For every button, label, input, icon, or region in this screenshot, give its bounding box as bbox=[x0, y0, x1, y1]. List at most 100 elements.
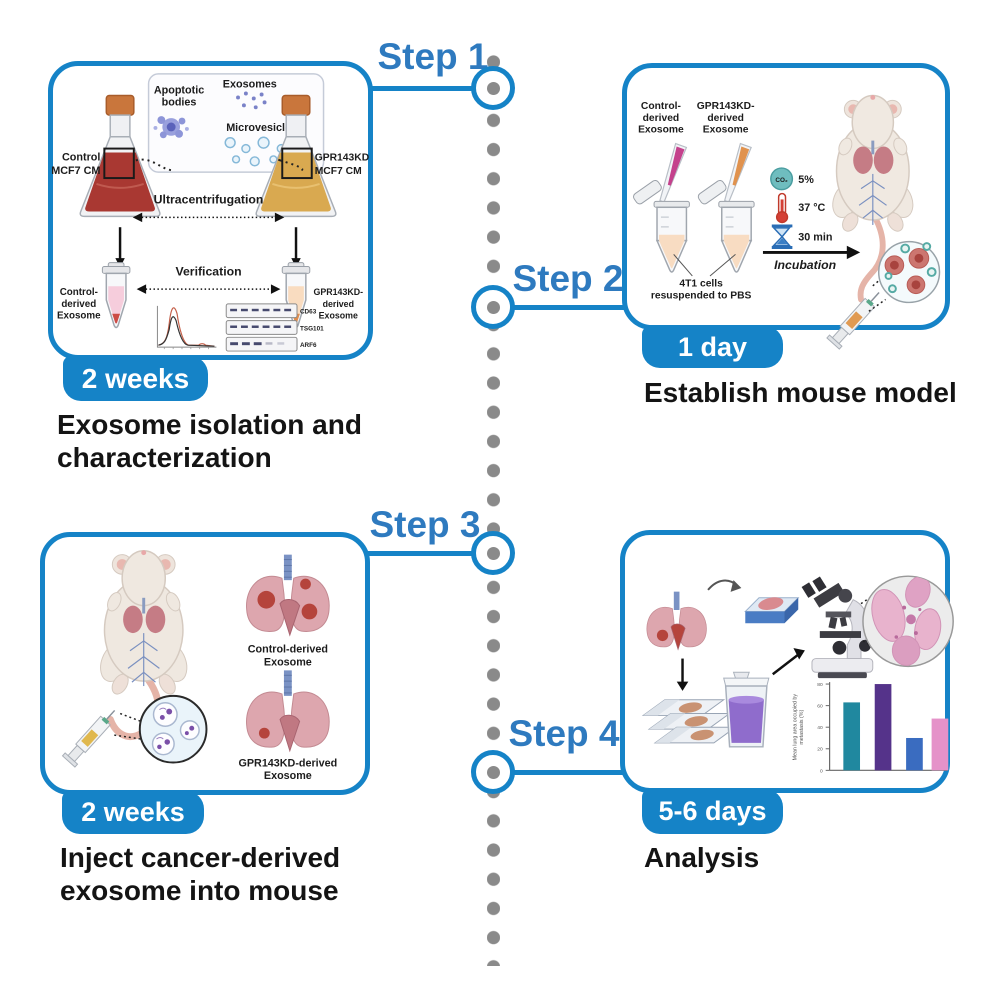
blot-tsg101-label: TSG101 bbox=[300, 325, 324, 332]
histology-circle bbox=[862, 575, 954, 668]
staining-jar bbox=[723, 671, 770, 748]
4t1-cells-label: 4T1 cells bbox=[679, 279, 723, 290]
panel-step3: Control-derived Exosome GPR143KD-derived… bbox=[40, 532, 370, 795]
magnifier-dash-bottom bbox=[868, 298, 886, 312]
svg-text:0: 0 bbox=[820, 768, 823, 774]
ultracentrifugation-label: Ultracentrifugation bbox=[154, 193, 264, 207]
microscope-icon bbox=[801, 576, 874, 679]
co2-value: 5% bbox=[798, 174, 814, 186]
apoptotic-bodies-label: Apoptotic bbox=[154, 85, 204, 97]
step2-connector-line bbox=[513, 305, 625, 310]
step3-connector-line bbox=[368, 551, 473, 556]
control-flask-label: Control bbox=[62, 151, 100, 163]
down-arrow-right bbox=[291, 227, 301, 268]
panel-step2: Control- derived Exosome GPR143KD- deriv… bbox=[622, 63, 950, 350]
step4-duration-badge: 5-6 days bbox=[642, 789, 783, 834]
svg-text:bodies: bodies bbox=[162, 96, 197, 108]
step3-label: Step 3 bbox=[369, 504, 481, 545]
down-arrow-left bbox=[115, 227, 125, 268]
control-pipette-tip bbox=[659, 142, 688, 204]
step1-duration-badge: 2 weeks bbox=[63, 356, 208, 401]
svg-text:Exosome: Exosome bbox=[264, 656, 312, 668]
apoptotic-body-icon bbox=[153, 116, 189, 139]
pointer-line-right bbox=[709, 253, 736, 277]
mouse-illustration bbox=[832, 94, 914, 303]
diagonal-arrow bbox=[771, 648, 805, 676]
mouse-lung-left bbox=[853, 146, 873, 174]
tissue-cassette bbox=[744, 597, 800, 624]
tumor bbox=[258, 727, 270, 739]
lungs-gpr143kd bbox=[246, 669, 330, 752]
bar-2 bbox=[874, 684, 892, 771]
svg-text:Exosome: Exosome bbox=[264, 770, 312, 782]
step1-caption: Exosome isolation and characterization bbox=[57, 409, 362, 474]
verification-label: Verification bbox=[175, 264, 241, 278]
svg-text:Exosome: Exosome bbox=[638, 125, 684, 136]
bar-1 bbox=[843, 702, 861, 771]
gpr143kd-exosome-label: GPR143KD- bbox=[697, 101, 755, 112]
microscope-slides bbox=[641, 699, 737, 744]
svg-text:20: 20 bbox=[817, 747, 823, 753]
svg-text:derived: derived bbox=[323, 299, 354, 309]
bar-4 bbox=[931, 718, 949, 771]
timeline-node-dot bbox=[486, 765, 500, 779]
metastasis-bar-chart: Mean lung area occupied by metastasis (%… bbox=[792, 682, 949, 774]
step1-illustration: Apoptotic bodies Exosomes Micr bbox=[51, 73, 370, 352]
magnifier-dash-top bbox=[119, 712, 142, 723]
step2-timeline-node bbox=[471, 285, 515, 329]
tube-open-right bbox=[697, 179, 755, 273]
tumor bbox=[300, 578, 311, 590]
svg-text:derived: derived bbox=[643, 113, 680, 124]
mouse-illustration bbox=[100, 549, 188, 740]
timeline-node-dot bbox=[486, 300, 500, 314]
svg-text:Exosome: Exosome bbox=[319, 311, 358, 321]
mouse-lung-right bbox=[873, 146, 894, 174]
panel-step1: Apoptotic bodies Exosomes Micr bbox=[48, 61, 373, 360]
gpr143kd-pipette-tip bbox=[723, 142, 752, 204]
incubation-label: Incubation bbox=[774, 258, 836, 272]
exosomes-label: Exosomes bbox=[223, 79, 277, 91]
temperature-value: 37 °C bbox=[798, 202, 825, 214]
syringe-icon bbox=[61, 709, 116, 768]
lungs-control-label: Control-derived bbox=[248, 644, 328, 656]
hourglass-icon bbox=[771, 224, 793, 249]
bar-3 bbox=[906, 737, 923, 771]
tumor bbox=[257, 590, 276, 609]
timeline-node-dot bbox=[486, 546, 500, 560]
nanoparticle-size-plot bbox=[156, 305, 217, 350]
lungs-control bbox=[246, 554, 330, 636]
control-tube-label: Control- bbox=[60, 287, 98, 298]
blood-vessels bbox=[858, 173, 887, 225]
vesicle-inset-box: Apoptotic bodies Exosomes Micr bbox=[147, 73, 325, 173]
control-flask bbox=[79, 94, 161, 218]
co2-icon: CO₂ bbox=[770, 167, 794, 191]
blot-cd63-label: CD63 bbox=[300, 309, 317, 316]
histology-dash-bottom bbox=[862, 640, 874, 648]
step3-timeline-node bbox=[471, 531, 515, 575]
svg-text:40: 40 bbox=[817, 725, 823, 731]
step2-label: Step 2 bbox=[512, 258, 624, 299]
gpr143kd-flask-label: GPR143KD bbox=[315, 152, 370, 163]
svg-text:derived: derived bbox=[707, 113, 744, 124]
cancer-cells bbox=[884, 247, 930, 295]
exosomes-icon bbox=[236, 91, 267, 110]
western-blot: CD63 TSG101 ARF6 bbox=[225, 303, 324, 352]
time-value: 30 min bbox=[798, 232, 832, 244]
svg-text:60: 60 bbox=[817, 704, 823, 710]
step4-timeline-node bbox=[471, 750, 515, 794]
step2-duration-badge: 1 day bbox=[642, 326, 783, 368]
excised-lungs bbox=[646, 591, 707, 650]
syringe-icon bbox=[826, 291, 880, 350]
microvesicles-label: Microvesicles bbox=[226, 122, 297, 134]
step1-timeline-node bbox=[471, 66, 515, 110]
tube-open-left bbox=[633, 179, 690, 273]
svg-text:MCF7 CM: MCF7 CM bbox=[51, 165, 100, 177]
down-arrow bbox=[676, 658, 689, 691]
svg-text:derived: derived bbox=[61, 299, 96, 310]
svg-text:resuspended to PBS: resuspended to PBS bbox=[651, 291, 752, 302]
svg-text:Exosome: Exosome bbox=[703, 125, 749, 136]
svg-text:Exosome: Exosome bbox=[57, 311, 101, 322]
verification-arrow bbox=[136, 284, 281, 294]
svg-text:metastasis (%): metastasis (%) bbox=[799, 709, 805, 744]
